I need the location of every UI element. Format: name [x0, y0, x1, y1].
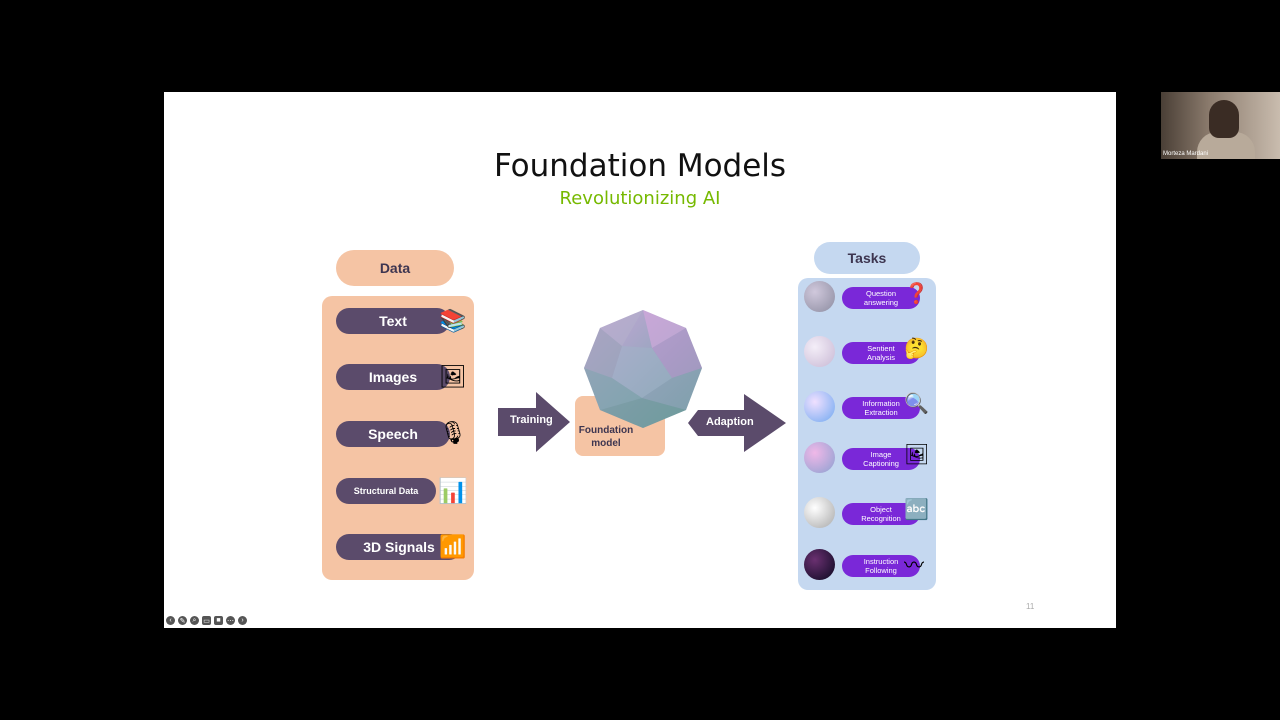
task-sphere-icon: [804, 442, 835, 473]
task-sphere-icon: [804, 391, 835, 422]
question-mark-icon: ❓: [904, 283, 929, 305]
magnifier-icon: 🔍: [904, 393, 929, 415]
microphone-icon: 🎙: [439, 420, 467, 445]
data-item-text: Text: [336, 308, 450, 334]
webcam-tile: Morteza Mardani: [1161, 92, 1280, 159]
adaption-label: Adaption: [706, 416, 754, 428]
foundation-model-label-line2: model: [591, 438, 621, 449]
data-item-structural: Structural Data: [336, 478, 436, 504]
photos-icon: 🖼: [439, 364, 467, 389]
task-sphere-icon: [804, 281, 835, 312]
webcam-person-head: [1209, 100, 1239, 138]
thinking-face-icon: 🤔: [904, 338, 929, 360]
presentation-slide: Foundation Models Revolutionizing AI Dat…: [164, 92, 1116, 628]
data-item-label: Images: [368, 369, 418, 385]
next-slide-icon[interactable]: ›: [238, 616, 247, 625]
people-chart-icon: 📊: [438, 477, 468, 505]
training-label: Training: [510, 414, 553, 426]
pen-icon[interactable]: ✎: [178, 616, 187, 625]
foundation-model-sphere-icon: [584, 310, 702, 428]
image-caption-icon: 🖼: [904, 444, 930, 466]
tasks-heading: Tasks: [814, 242, 920, 274]
previous-slide-icon[interactable]: ‹: [166, 616, 175, 625]
data-item-label: Structural Data: [353, 486, 419, 496]
page-number: 11: [1026, 602, 1035, 611]
slide-title: Foundation Models: [493, 148, 787, 184]
task-sphere-icon: [804, 549, 835, 580]
webcam-participant-name: Morteza Mardani: [1163, 151, 1209, 157]
path-icon: 〰: [904, 555, 924, 577]
data-item-3d-signals: 3D Signals: [336, 534, 462, 560]
more-options-icon[interactable]: ⋯: [226, 616, 235, 625]
zoom-icon[interactable]: ⌕: [190, 616, 199, 625]
wifi-signal-icon: 📶: [439, 534, 467, 559]
abc-blocks-icon: 🔤: [904, 499, 929, 521]
captions-icon[interactable]: ▭: [202, 616, 211, 625]
data-item-images: Images: [336, 364, 450, 390]
slide-subtitle: Revolutionizing AI: [559, 188, 721, 209]
data-item-label: Speech: [368, 426, 418, 442]
foundation-model-label: Foundation model: [578, 424, 634, 450]
task-sphere-icon: [804, 336, 835, 367]
data-item-label: Text: [379, 313, 407, 329]
books-icon: 📚: [439, 308, 467, 333]
task-sphere-icon: [804, 497, 835, 528]
data-panel: Text 📚 Images 🖼 Speech 🎙 Structural Data…: [322, 296, 474, 580]
data-item-label: 3D Signals: [363, 539, 435, 555]
adaption-arrow: [688, 394, 786, 452]
foundation-model-label-line1: Foundation: [578, 425, 634, 436]
training-arrow: [498, 392, 570, 452]
data-item-speech: Speech: [336, 421, 450, 447]
data-heading: Data: [336, 250, 454, 286]
camera-icon[interactable]: ■: [214, 616, 223, 625]
slide-controls: ‹ ✎ ⌕ ▭ ■ ⋯ ›: [166, 616, 247, 625]
